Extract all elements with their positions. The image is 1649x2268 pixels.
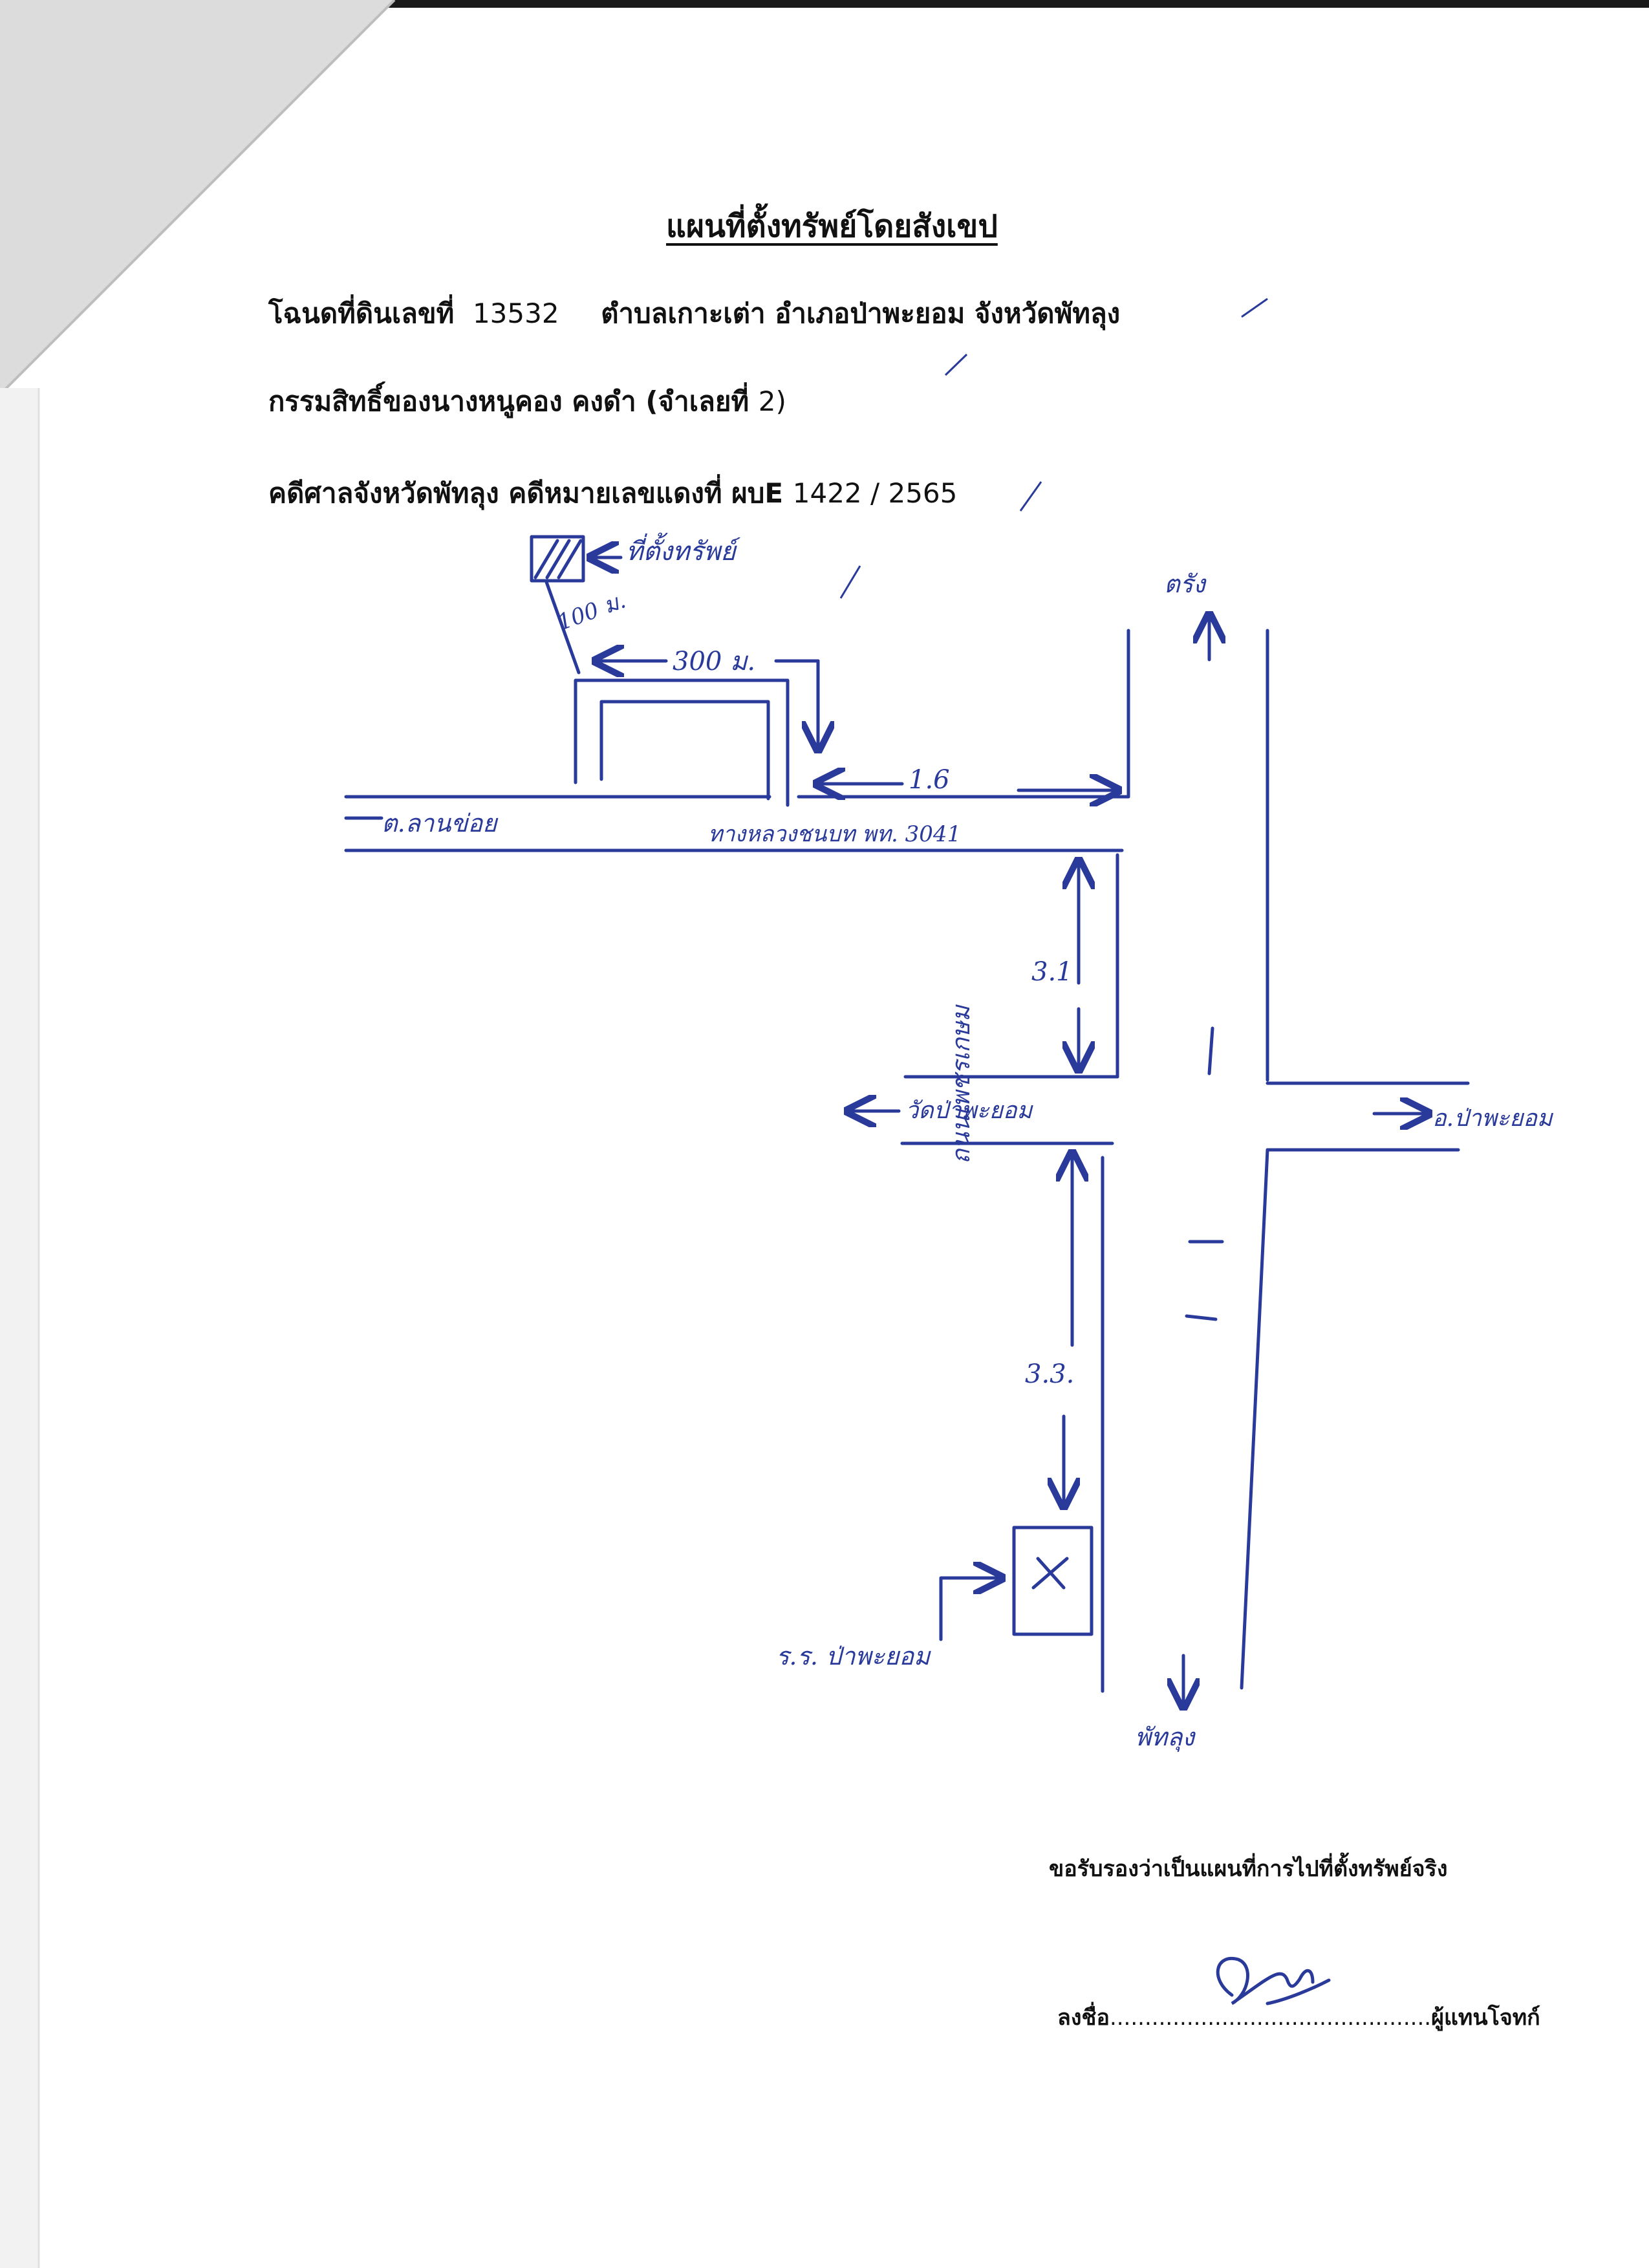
property-label: ที่ตั้งทรัพย์ [626,537,736,567]
road-south-label: พัทลุง [1135,1723,1194,1751]
owner-line: กรรมสิทธิ์ของนางหนูคอง คงดำ (จำเลยที่ 2) [268,380,786,423]
signature-line: ลงชื่อ..................................… [1057,2000,1540,2035]
page-title: แผนที่ตั้งทรัพย์โดยสังเขป [666,208,998,244]
access-road-inner [599,700,770,801]
property-marker [530,535,585,583]
deed-location: ตำบลเกาะเต่า อำเภอป่าพะยอม จังหวัดพัทลุง [601,297,1121,329]
school-marker [1012,1526,1094,1636]
left-scan-edge [0,388,39,2268]
certification-text: ขอรับรองว่าเป็นแผนที่การไปที่ตั้งทรัพย์จ… [1049,1856,1448,1882]
sign-dots: ........................................… [1109,2005,1432,2031]
road-north-label: ตรัง [1164,570,1205,598]
fold-line [0,0,396,396]
distance-b: 3.1 [1031,957,1073,987]
deed-number: 13532 [472,297,559,329]
distance-a: 1.6 [909,765,950,795]
school-label: ร.ร. ป่าพะยอม [776,1642,931,1670]
owner-name: กรรมสิทธิ์ของนางหนูคอง คงดำ (จำเลยที่ [268,385,749,417]
access-path [544,580,581,675]
case-number: 1422 / 2565 [792,477,958,509]
case-line: คดีศาลจังหวัดพัทลุง คดีหมายเลขแดงที่ ผบE… [268,472,957,515]
distance-c: 3.3. [1025,1359,1075,1389]
deed-line: โฉนดที่ดินเลขที่ 13532 ตำบลเกาะเต่า อำเภ… [268,292,1120,335]
deed-label: โฉนดที่ดินเลขที่ [268,297,455,329]
access-road-outer [574,678,790,807]
road-main-label: ทางหลวงชนบท พท. 3041 [708,821,962,847]
sign-label: ลงชื่อ [1057,2005,1110,2031]
highway-west-bottom [1240,1148,1269,1690]
road-right-label: อ.ป่าพะยอม [1432,1105,1553,1132]
sign-role: ผู้แทนโจทก์ [1431,2005,1540,2031]
distance-top: 300 ม. [673,647,756,676]
road-wat-label: วัดป่าพะยอม [905,1097,1033,1124]
owner-number: 2) [758,385,786,417]
road-left-label: ต.ลานข่อย [382,809,497,837]
top-scan-edge [0,0,1649,8]
case-label: คดีศาลจังหวัดพัทลุง คดีหมายเลขแดงที่ ผบE [268,477,784,509]
